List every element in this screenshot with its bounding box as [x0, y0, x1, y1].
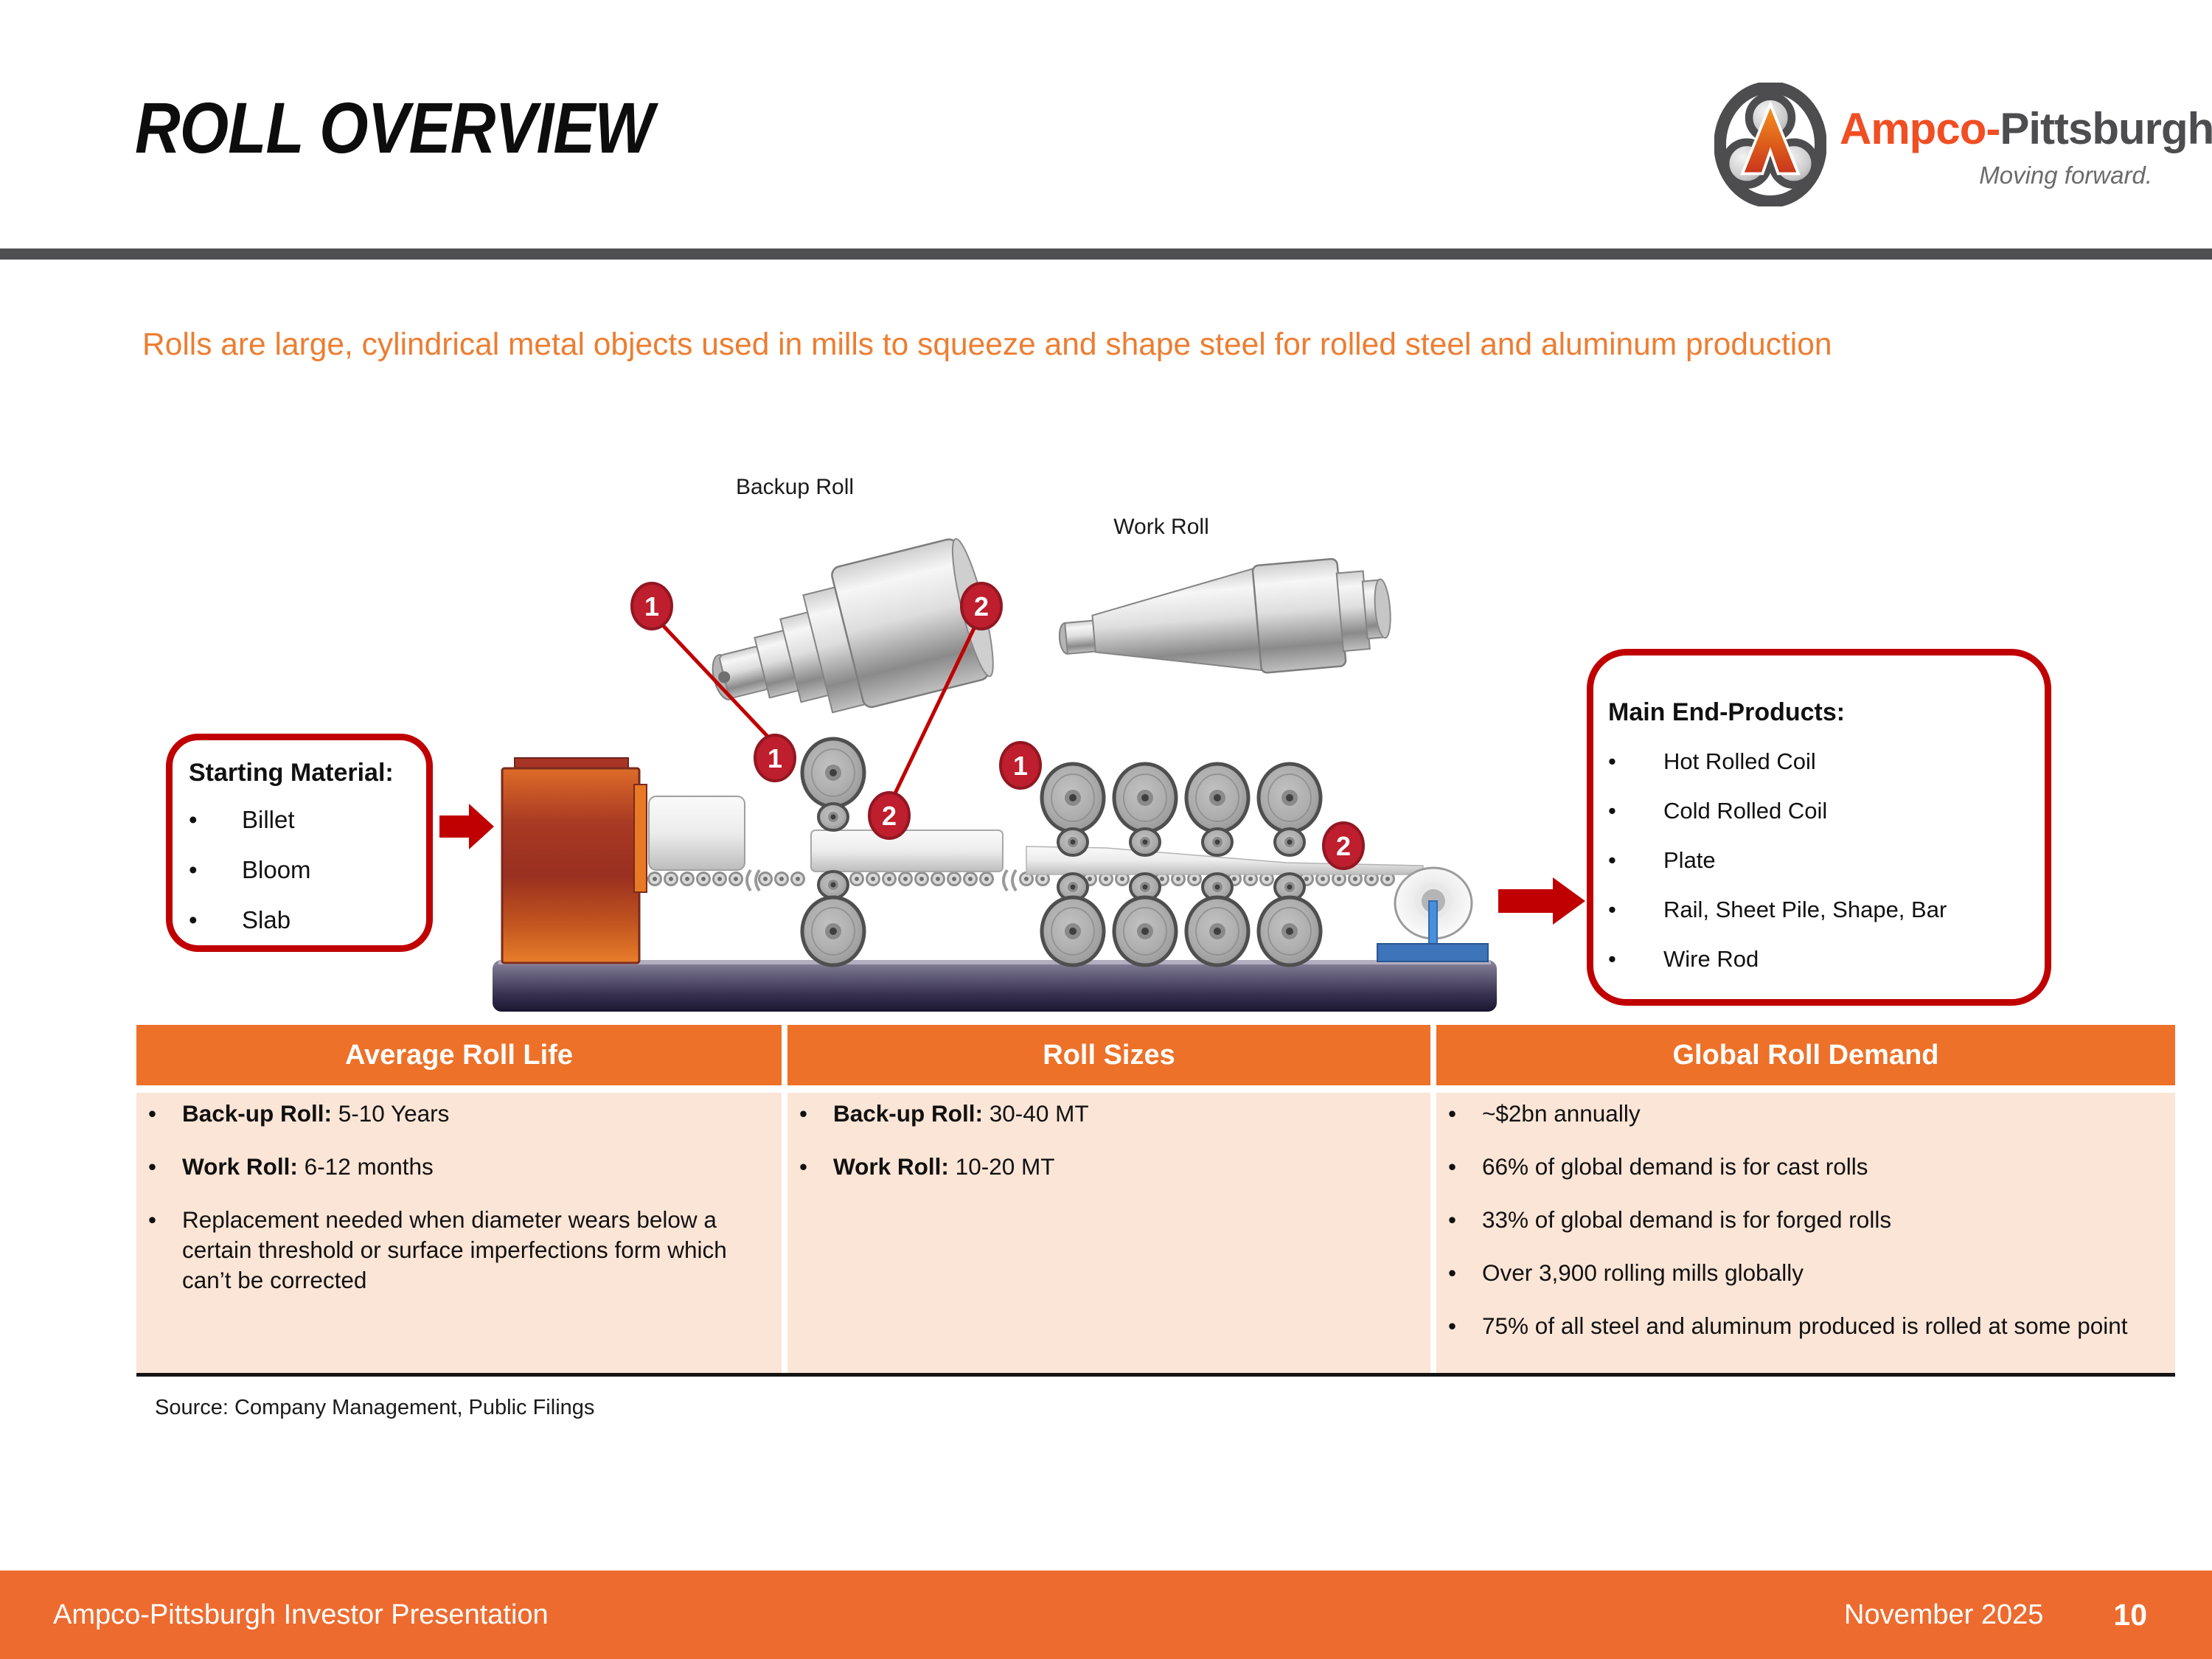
work-roll-label: Work Roll — [1113, 515, 1208, 539]
svg-text:2: 2 — [974, 591, 989, 622]
source-note: Source: Company Management, Public Filin… — [155, 1396, 595, 1419]
list-item: Bloom — [189, 855, 414, 885]
roller-skid-marks — [745, 869, 1018, 892]
svg-text:2: 2 — [1336, 831, 1351, 861]
list-item: Back-up Roll: 30-40 MT — [787, 1099, 1401, 1129]
list-item: Work Roll: 6-12 months — [136, 1152, 752, 1182]
brand-name: Ampco-Pittsburgh — [1840, 104, 2212, 153]
svg-text:1: 1 — [768, 743, 782, 773]
list-item: Hot Rolled Coil — [1608, 747, 2031, 776]
footer-presentation-title: Ampco-Pittsburgh Investor Presentation — [53, 1599, 549, 1630]
list-item: Plate — [1608, 846, 2031, 875]
marker-finishing-work: 2 — [1322, 821, 1365, 870]
list-item: Billet — [189, 805, 414, 835]
backup-roll-label: Backup Roll — [736, 475, 854, 499]
cell-average-roll-life: Back-up Roll: 5-10 Years Work Roll: 6-12… — [136, 1093, 782, 1373]
starting-material-list: Billet Bloom Slab — [189, 805, 414, 935]
outflow-arrow-icon — [1498, 877, 1585, 925]
strip — [1026, 846, 1424, 875]
column-header-global-roll-demand: Global Roll Demand — [1436, 1025, 2175, 1085]
callout-line-1 — [660, 622, 773, 742]
title-divider — [0, 248, 2212, 260]
list-item: Wire Rod — [1608, 945, 2031, 974]
list-item: 75% of all steel and aluminum produced i… — [1436, 1311, 2146, 1341]
starting-material-box: Starting Material: Billet Bloom Slab — [166, 734, 433, 952]
list-item: 66% of global demand is for cast rolls — [1436, 1152, 2146, 1182]
starting-material-heading: Starting Material: — [189, 759, 394, 787]
coiler — [1377, 866, 1489, 962]
svg-text:1: 1 — [1013, 751, 1028, 781]
rolling-mill-diagram: Backup Roll Work Roll — [439, 475, 1585, 1012]
column-header-average-roll-life: Average Roll Life — [136, 1025, 782, 1085]
callout-line-2 — [891, 624, 978, 798]
slab-ingoing — [648, 796, 745, 871]
marker-backup-photo: 1 — [630, 582, 673, 630]
list-item: 33% of global demand is for forged rolls — [1436, 1205, 2146, 1235]
roll-info-table: Average Roll Life Roll Sizes Global Roll… — [136, 1025, 2175, 1377]
company-logo: Ampco-Pittsburgh Moving forward. — [1714, 83, 2212, 215]
page-title: ROLL OVERVIEW — [135, 88, 654, 168]
list-item: Replacement needed when diameter wears b… — [136, 1205, 752, 1295]
list-item: Work Roll: 10-20 MT — [787, 1152, 1401, 1182]
end-products-box: Main End-Products: Hot Rolled Coil Cold … — [1587, 649, 2051, 1006]
list-item: Over 3,900 rolling mills globally — [1436, 1258, 2146, 1288]
brand-tagline: Moving forward. — [1979, 161, 2152, 189]
work-roll-photo — [1058, 557, 1391, 674]
marker-finishing-backup: 1 — [999, 741, 1042, 790]
svg-text:2: 2 — [882, 801, 897, 831]
column-header-roll-sizes: Roll Sizes — [787, 1025, 1430, 1085]
backup-roll-photo — [712, 538, 994, 714]
end-products-list: Hot Rolled Coil Cold Rolled Coil Plate R… — [1608, 747, 2031, 974]
inflow-arrow-icon — [439, 804, 494, 849]
mill-platform — [493, 960, 1497, 1012]
list-item: Cold Rolled Coil — [1608, 796, 2031, 826]
list-item: Slab — [189, 905, 414, 935]
furnace — [501, 757, 647, 964]
end-products-heading: Main End-Products: — [1608, 698, 1846, 726]
ampco-clover-icon — [1714, 83, 1826, 206]
cell-global-roll-demand: ~$2bn annually 66% of global demand is f… — [1436, 1093, 2175, 1373]
list-item: Back-up Roll: 5-10 Years — [136, 1099, 752, 1129]
footer-page-number: 10 — [2113, 1597, 2147, 1632]
list-item: ~$2bn annually — [1436, 1099, 2146, 1129]
slide-subtitle: Rolls are large, cylindrical metal objec… — [142, 327, 1832, 362]
footer-bar: Ampco-Pittsburgh Investor Presentation N… — [0, 1571, 2212, 1659]
marker-rougher-work: 2 — [868, 791, 911, 840]
list-item: Rail, Sheet Pile, Shape, Bar — [1608, 895, 2031, 925]
slab-intermediate — [810, 830, 1004, 872]
svg-text:1: 1 — [644, 591, 659, 622]
marker-work-photo: 2 — [960, 582, 1003, 630]
marker-rougher-backup: 1 — [754, 734, 796, 782]
footer-date: November 2025 — [1844, 1599, 2044, 1630]
cell-roll-sizes: Back-up Roll: 30-40 MT Work Roll: 10-20 … — [787, 1093, 1430, 1373]
